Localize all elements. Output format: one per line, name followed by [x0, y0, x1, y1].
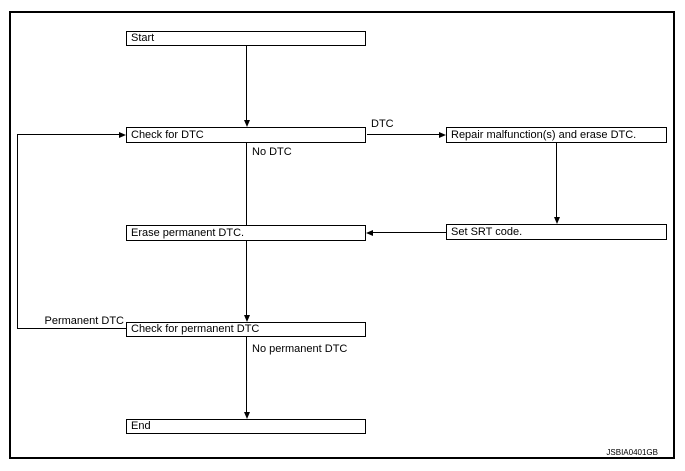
connector-loop-vertical [17, 134, 18, 329]
flow-node-repair-malfunction: Repair malfunction(s) and erase DTC. [446, 127, 667, 143]
arrowhead-left-icon [366, 230, 373, 236]
connector-loop-bottom [17, 328, 126, 329]
connector-check-dtc-to-repair [367, 134, 439, 135]
connector-check-permanent-to-end [246, 337, 247, 412]
arrowhead-right-icon [119, 132, 126, 138]
edge-label-dtc: DTC [371, 118, 394, 130]
flow-node-end: End [126, 419, 366, 434]
flow-node-set-srt-code: Set SRT code. [446, 224, 667, 240]
arrowhead-down-icon [554, 217, 560, 224]
flow-node-check-permanent-dtc: Check for permanent DTC [126, 322, 366, 337]
edge-label-no-dtc: No DTC [252, 146, 292, 158]
flow-node-erase-permanent-dtc: Erase permanent DTC. [126, 225, 366, 241]
arrowhead-down-icon [244, 120, 250, 127]
connector-start-to-check-dtc [246, 46, 247, 120]
diagram-border [9, 11, 675, 459]
edge-label-permanent-dtc: Permanent DTC [44, 315, 124, 327]
flow-node-check-dtc: Check for DTC [126, 127, 366, 143]
connector-check-dtc-to-erase-permanent [246, 143, 247, 225]
arrowhead-right-icon [439, 132, 446, 138]
edge-label-no-permanent-dtc: No permanent DTC [252, 343, 348, 355]
flow-node-start: Start [126, 31, 366, 46]
connector-loop-top [17, 134, 119, 135]
connector-erase-permanent-to-check-permanent [246, 241, 247, 315]
arrowhead-down-icon [244, 412, 250, 419]
arrowhead-down-icon [244, 315, 250, 322]
connector-set-srt-to-erase-permanent [373, 232, 446, 233]
connector-repair-to-set-srt [556, 143, 557, 217]
figure-code: JSBIA0401GB [606, 448, 658, 457]
